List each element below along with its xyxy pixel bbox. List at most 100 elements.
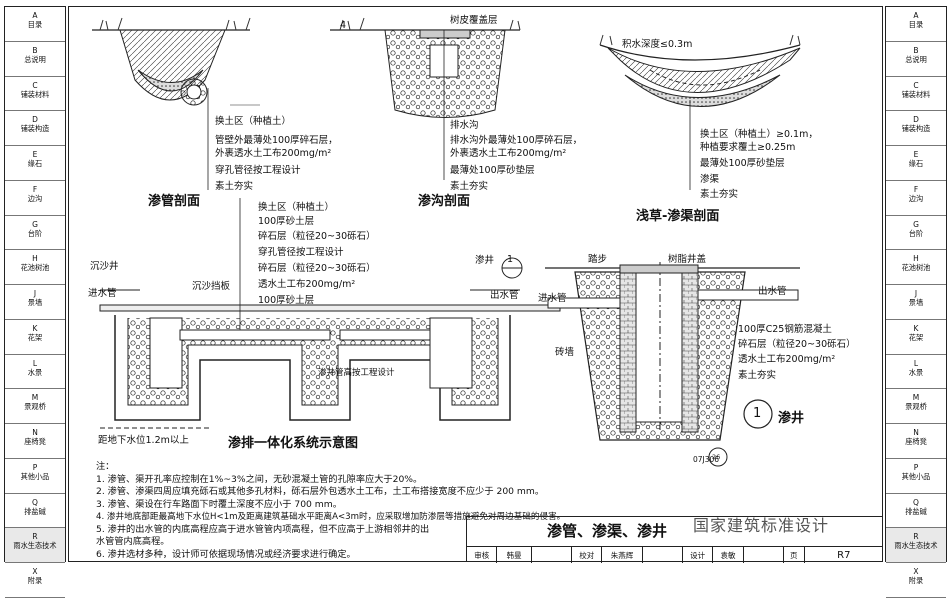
tab-code: X: [32, 567, 38, 576]
swale-label-1: 种植要求覆土≥0.25m: [700, 142, 796, 153]
tab-code: R: [32, 532, 38, 542]
tab-label: 花架: [908, 332, 924, 342]
tab-code: J: [33, 289, 37, 298]
tab-code: R: [913, 532, 919, 542]
signature-mark: [643, 547, 683, 563]
tab-code: C: [32, 80, 38, 90]
seep-label-1: 碎石层（粒径20~30砾石）: [738, 339, 856, 350]
ditch-label-3: 外裹透水土工布200mg/m²: [450, 148, 567, 159]
tab-label: 花架: [27, 332, 43, 342]
swale-label-3: 渗渠: [700, 174, 720, 185]
tab-code: G: [32, 219, 38, 229]
system-settling-well: 沉沙井: [90, 261, 119, 272]
ditch-section-drawing: [330, 17, 521, 180]
note-line: 水管管内底高程。: [96, 536, 170, 547]
tab-label: 总说明: [24, 54, 46, 64]
tab-code: H: [32, 254, 38, 264]
pipe-label-4: 素土夯实: [215, 181, 254, 192]
tab-code: K: [913, 323, 919, 333]
watermark: 国家建筑标准设计: [693, 516, 830, 535]
pipe-label-0: 换土区（种植土）: [215, 116, 292, 127]
tab-label: 花池树池: [901, 263, 931, 273]
tab-label: 其他小品: [901, 471, 931, 481]
tab-label: 边沟: [908, 193, 924, 203]
tab-code: Q: [913, 497, 919, 507]
tab-code: L: [32, 358, 38, 368]
tab-label: 总说明: [905, 54, 927, 64]
drawing-svg: [92, 17, 801, 467]
tab-code: P: [32, 462, 38, 472]
title-block: 渗管、渗渠、渗井 审核 韩曼 校对 朱燕辉 设计 袁敏 页 R7: [466, 516, 883, 563]
sig-cell: 韩曼: [497, 547, 532, 563]
tab-code: A: [32, 11, 38, 20]
tab-code: B: [913, 45, 919, 55]
tab-label: 景观桥: [24, 402, 46, 412]
note-line: 4. 渗井地底部距最高地下水位H<1m及距离建筑基础水平距离A<3m时，应采取增…: [96, 512, 566, 522]
signature-mark: [532, 547, 572, 563]
swale-label-4: 素土夯实: [700, 189, 739, 200]
page-number: R7: [837, 549, 851, 561]
system-caption: 渗排一体化系统示意图: [228, 436, 359, 451]
tab-label: 目录: [27, 20, 43, 29]
system-stack-2: 碎石层（粒径20~30砾石）: [258, 231, 376, 242]
tab-label: 目录: [908, 20, 924, 29]
tab-code: D: [32, 115, 38, 125]
tab-label: 排盐碱: [905, 506, 927, 516]
system-elevation-note: 渗井管高按工程设计: [318, 368, 395, 378]
ditch-label-2: 排水沟外最薄处100厚碎石层，: [450, 135, 583, 146]
seep-label-0: 100厚C25钢筋混凝土: [738, 324, 832, 335]
tab-label: 景墙: [908, 298, 924, 307]
pipe-label-3: 穿孔管径按工程设计: [215, 165, 301, 176]
tab-label: 缘石: [27, 159, 43, 168]
tab-code: H: [913, 254, 919, 264]
system-stack-6: 100厚砂土层: [258, 295, 315, 306]
tab-label: 雨水生态技术: [894, 541, 938, 551]
pipe-section-caption: 渗管剖面: [148, 194, 201, 209]
system-stack-1: 100厚砂土层: [258, 216, 315, 227]
note-line: 5. 渗井的出水管的内底高程应高于进水管管内项高程，但不应高于上游相邻井的出: [96, 523, 430, 535]
tab-label: 台阶: [908, 228, 924, 238]
note-line: 6. 渗井选材多种，设计师可依据现场情况或经济要求进行确定。: [96, 548, 356, 560]
tab-label: 边沟: [27, 193, 43, 203]
tab-label: 排盐碱: [24, 506, 46, 516]
signature-mark: [744, 547, 784, 563]
system-settling-baffle: 沉沙挡板: [192, 281, 231, 292]
seep-ref-page: 26: [712, 453, 721, 461]
sig-cell: 袁敏: [713, 547, 744, 563]
